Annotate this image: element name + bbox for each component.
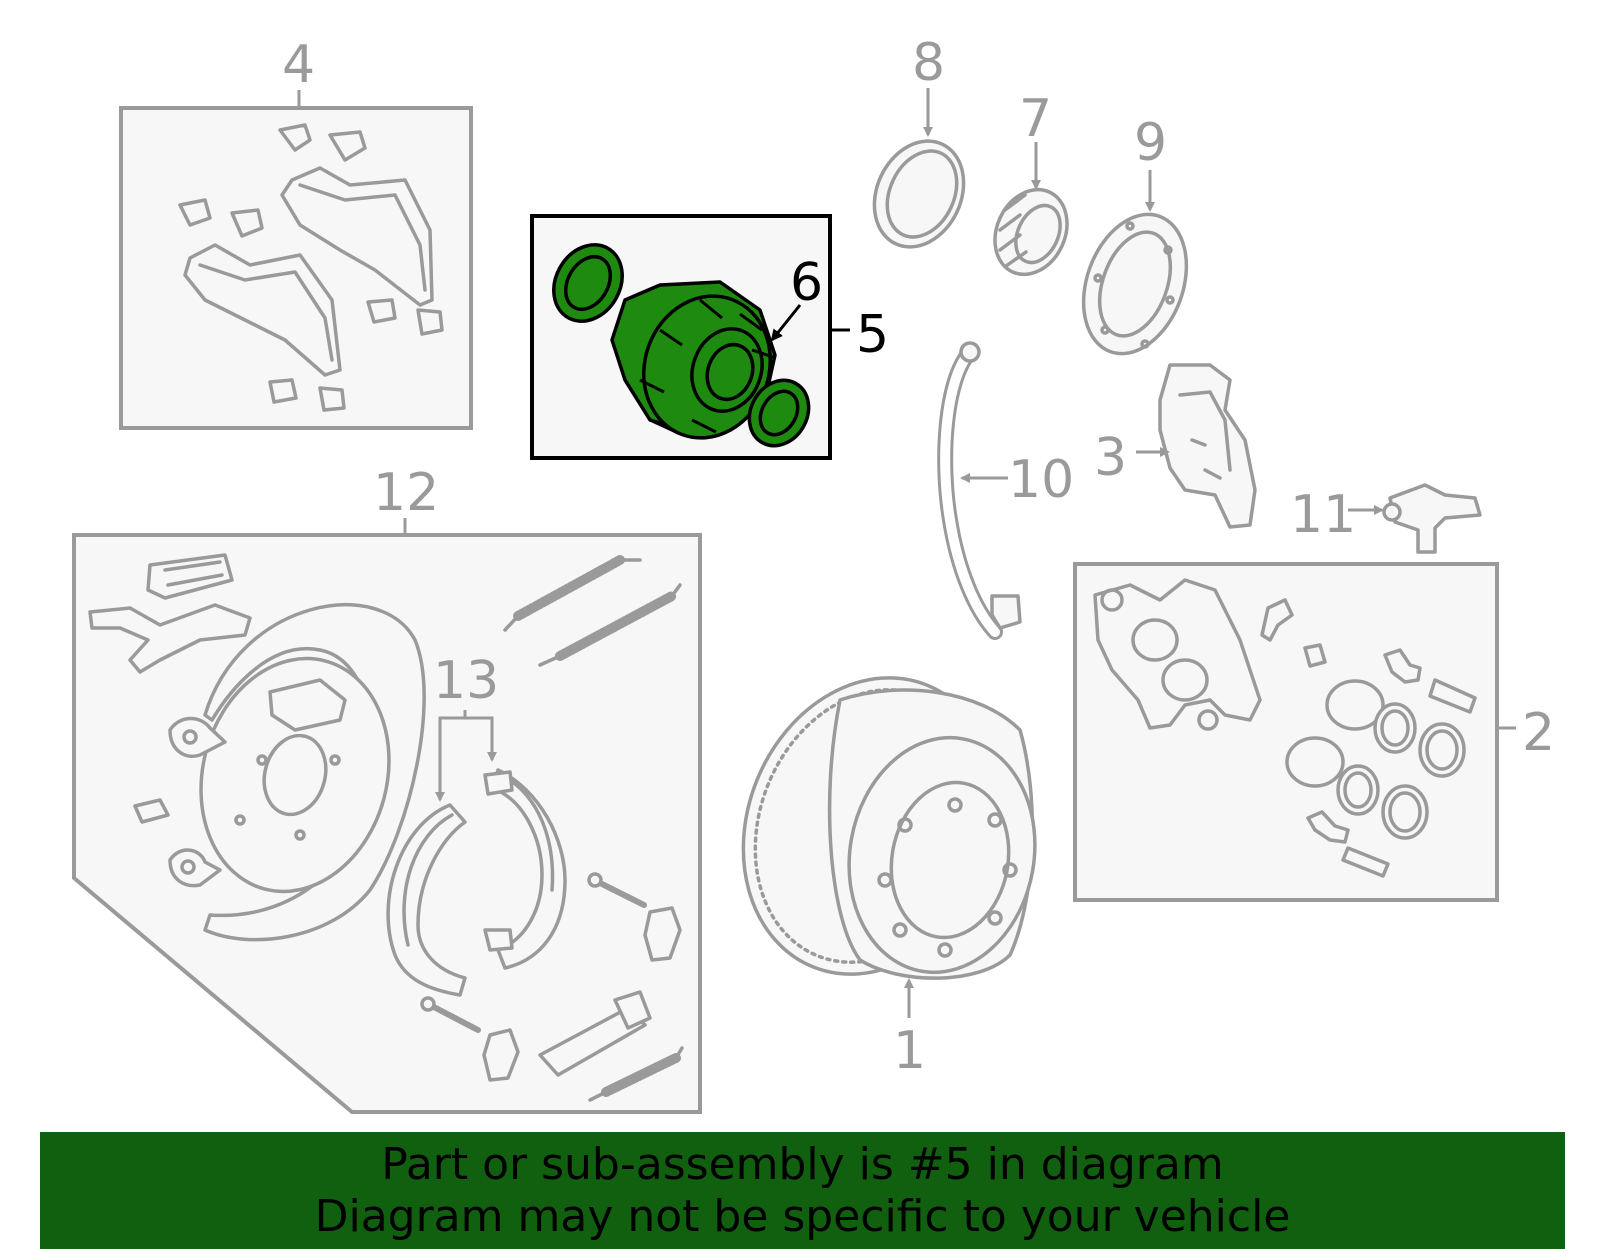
callout-1: 1 <box>893 1021 926 1081</box>
wheel-bearing[interactable] <box>982 178 1081 286</box>
bearing-race[interactable] <box>858 126 981 261</box>
callout-9: 9 <box>1134 113 1167 173</box>
part-info-banner: Part or sub-assembly is #5 in diagram Di… <box>40 1132 1565 1249</box>
abs-sensor[interactable] <box>1382 483 1482 554</box>
hub-seal-right[interactable] <box>738 370 820 457</box>
callout-10: 10 <box>1008 450 1074 510</box>
brake-pad-set[interactable] <box>119 106 473 430</box>
hub-assembly[interactable] <box>530 214 832 460</box>
callout-13: 13 <box>433 651 499 711</box>
callout-5: 5 <box>856 305 889 365</box>
brake-rotor[interactable] <box>700 639 1053 1012</box>
callout-8: 8 <box>912 33 945 93</box>
callout-6: 6 <box>790 253 823 313</box>
parking-brake-assembly[interactable] <box>72 533 702 1114</box>
hub-gasket[interactable] <box>1065 200 1204 368</box>
callout-11: 11 <box>1290 485 1356 545</box>
callout-2: 2 <box>1522 703 1555 763</box>
callout-3: 3 <box>1094 428 1127 488</box>
parking-brake-shoes[interactable] <box>386 768 567 997</box>
hub-seal-left[interactable] <box>540 232 635 333</box>
caliper-bracket[interactable] <box>1158 363 1257 529</box>
callout-12: 12 <box>373 463 439 523</box>
banner-line-1: Part or sub-assembly is #5 in diagram <box>381 1138 1224 1190</box>
callout-4: 4 <box>282 35 315 95</box>
brake-hose[interactable] <box>937 341 1022 640</box>
wheel-hub[interactable] <box>610 278 790 456</box>
caliper-repair-kit[interactable] <box>1073 562 1499 902</box>
banner-line-2: Diagram may not be specific to your vehi… <box>314 1190 1291 1242</box>
callout-7: 7 <box>1019 89 1052 149</box>
